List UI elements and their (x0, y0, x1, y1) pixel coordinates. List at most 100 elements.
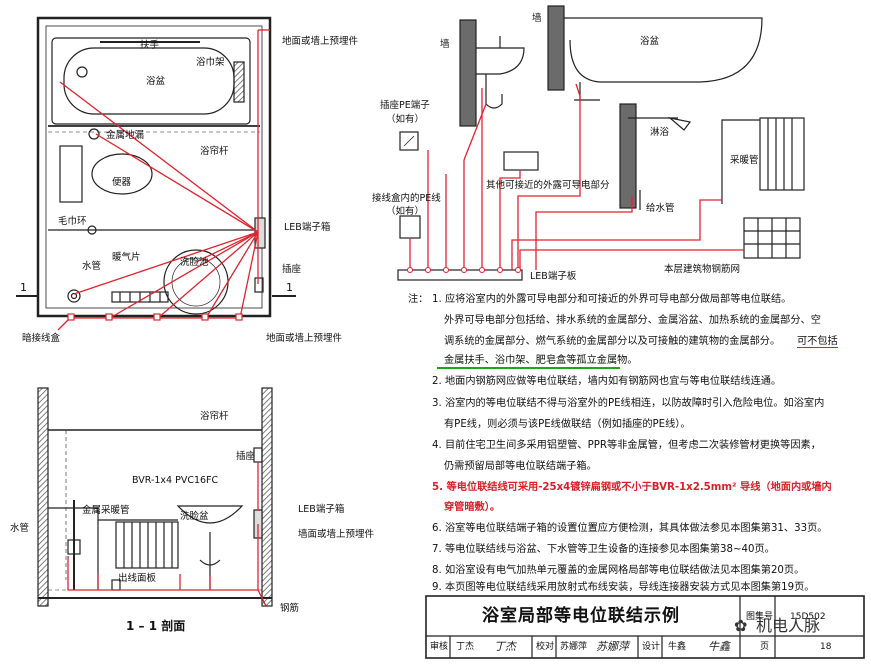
section-valve (67, 539, 81, 555)
drawing-title: 浴室局部等电位联结示例 (482, 606, 680, 626)
note-3-line-2: 有PE线，则必须与该PE线做联结（例如插座的PE线）。 (444, 419, 691, 430)
section-label-curtain-rod: 浴帘杆 (200, 411, 229, 422)
section-label-wall-conduit: 墙面或墙上预埋件 (298, 529, 375, 540)
section-metal-radiator-pipe (48, 507, 178, 521)
watermark-icon: ✿ (734, 616, 748, 635)
plan-label-water-pipe: 水管 (82, 261, 102, 272)
checker-signature: 苏娜萍 (596, 640, 629, 653)
schematic-label-wall-1: 墙 (440, 39, 450, 50)
atlas-number: 15D502 (790, 612, 826, 622)
plan-towel-ring (87, 225, 97, 235)
schematic-label-bathtub: 浴盆 (640, 36, 660, 47)
designer-name: 牛鑫 (668, 642, 687, 652)
section-right-wall (261, 387, 273, 607)
schematic-wall-2 (547, 5, 565, 91)
plan-water-pipe (67, 289, 81, 303)
note-9: 9. 本页图等电位联结线采用放射式布线安装，导线连接器安装方式见本图集第19页。 (432, 582, 815, 593)
plan-label-junction-box: 暗接线盒 (22, 333, 61, 344)
section-radiator (115, 521, 179, 569)
section-mark-left: 1 (20, 281, 27, 294)
title-block-frame (425, 595, 865, 659)
reviewer-signature: 丁杰 (494, 640, 516, 653)
checker-name: 苏娜萍 (560, 642, 588, 652)
reviewer-name: 丁杰 (456, 642, 475, 652)
plan-label-socket: 插座 (282, 264, 302, 275)
section-washbasin (176, 505, 244, 524)
section-label-washbasin: 洗脸盆 (180, 511, 209, 522)
note-4-line-1: 4. 目前住宅卫生间多采用铝塑管、PPR等非金属管，但考虑二次装修管材更换等因素… (432, 440, 821, 451)
section-label-metal-radiator-pipe: 金属采暖管 (82, 505, 130, 516)
section-label-outlet-panel: 出线面板 (118, 573, 157, 584)
plan-label-leb-box: LEB端子箱 (284, 222, 331, 233)
section-label-water-pipe: 水管 (10, 523, 30, 534)
page-number: 18 (820, 642, 832, 652)
section-label-socket: 插座 (236, 451, 256, 462)
section-label-leb-box: LEB端子箱 (298, 504, 345, 515)
plan-bonding-terminals (67, 313, 243, 321)
plan-label-floor-conduit-2: 地面或墙上预埋件 (266, 333, 343, 344)
schematic-heating-pipe (721, 119, 760, 204)
plan-view (16, 16, 296, 318)
section-mark-right: 1 (286, 281, 293, 294)
section-left-wall (37, 387, 49, 607)
plan-towel-rack (233, 61, 245, 103)
note-5-line-1: 5. 等电位联结线可采用-25x4镀锌扁钢或不小于BVR-1x2.5mm² 导线… (432, 482, 832, 493)
plan-bathtub-outline (51, 37, 251, 125)
plan-socket (254, 277, 264, 293)
schematic-label-socket-pe-1: 插座PE端子 (380, 100, 430, 111)
notes-intro: 注： (408, 294, 429, 305)
plan-label-floor-drain: 金属地漏 (106, 130, 145, 141)
plan-toilet-tank (59, 145, 83, 203)
schematic-label-floor-mesh: 本层建筑物钢筋网 (664, 264, 741, 275)
schematic-label-junction-pe-1: 接线盒内的PE线 (372, 193, 441, 204)
schematic-bathtub (564, 17, 763, 83)
note-3-line-1: 3. 浴室内的等电位联结不得与浴室外的PE线相连，以防故障时引入危险电位。如浴室… (432, 398, 825, 409)
designer-label: 设计 (642, 642, 661, 652)
plan-label-towel-rack: 浴巾架 (196, 57, 225, 68)
plan-label-handrail: 扶手 (140, 40, 160, 51)
schematic-other-parts-box (503, 151, 539, 171)
plan-floor-drain (88, 128, 100, 140)
note-1-line-3a: 调系统的金属部分、燃气系统的金属部分以及可接触的建筑物的金属部分。 (444, 336, 781, 347)
schematic-label-junction-pe-2: （如有） (386, 206, 425, 217)
schematic-label-other-parts: 其他可接近的外露可导电部分 (486, 180, 610, 191)
note-6: 6. 浴室等电位联结端子箱的设置位置应方便检测，其具体做法参见本图集第31、33… (432, 523, 828, 534)
watermark-text: 机电人脉 (756, 616, 821, 635)
schematic-wall-1 (459, 19, 477, 127)
note-1-line-1: 1. 应将浴室内的外露可导电部分和可接近的外界可导电部分做局部等电位联结。 (432, 294, 792, 305)
atlas-number-label: 图集号 (746, 612, 774, 622)
note-8: 8. 如浴室设有电气加热单元覆盖的金属网格局部等电位联结做法见本图集第20页。 (432, 565, 805, 576)
schematic-shower-head (667, 116, 692, 131)
schematic-radiator (759, 117, 805, 191)
page-label: 页 (760, 642, 770, 652)
note-2: 2. 地面内钢筋网应做等电位联结，墙内如有钢筋网也宜与等电位联结线连通。 (432, 376, 782, 387)
schematic-view (397, 5, 805, 281)
note-4-line-2: 仍需预留局部等电位联结端子箱。 (444, 461, 597, 472)
note-1-line-3b: 可不包括 (797, 336, 838, 349)
plan-label-washbasin: 洗脸池 (180, 257, 209, 268)
section-title: 1 – 1 剖面 (126, 619, 186, 633)
section-socket (253, 447, 263, 463)
plan-toilet-bowl (91, 153, 153, 195)
section-bonding-lines (67, 462, 267, 607)
schematic-socket-pe-box (399, 131, 419, 151)
schematic-basin (476, 47, 525, 75)
note-1-line-2: 外界可导电部分包括给、排水系统的金属部分、金属浴盆、加热系统的金属部分、空 (444, 315, 821, 326)
plan-label-bathtub: 浴盆 (146, 76, 166, 87)
reviewer-label: 审核 (430, 642, 449, 652)
note-1-line-4: 金属扶手、浴巾架、肥皂盒等孤立金属物。 (444, 355, 638, 366)
schematic-bonding-lines (409, 83, 744, 270)
schematic-rebar-mesh (743, 217, 801, 259)
plan-label-radiator: 暖气片 (112, 252, 141, 263)
schematic-junction-box (399, 215, 421, 239)
plan-label-towel-ring: 毛巾环 (58, 216, 87, 227)
plan-label-toilet: 便器 (112, 177, 132, 188)
plan-label-curtain-rod: 浴帘杆 (200, 146, 229, 157)
note-5-line-2: 穿管暗敷）。 (444, 502, 501, 513)
schematic-wall-3 (619, 103, 637, 209)
section-label-rebar: 钢筋 (280, 603, 300, 614)
schematic-label-shower: 淋浴 (650, 127, 670, 138)
checker-label: 校对 (536, 642, 555, 652)
